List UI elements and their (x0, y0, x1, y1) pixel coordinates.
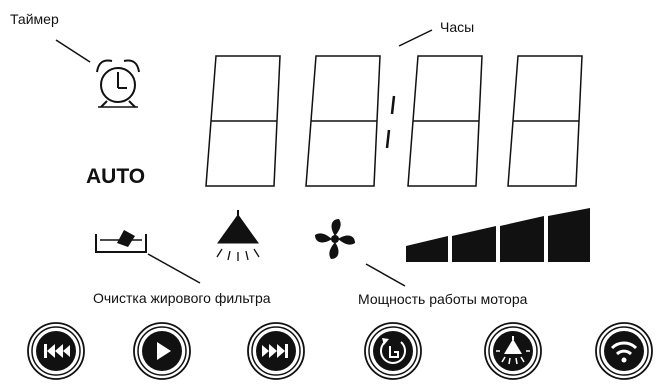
timer-hand-icon (380, 338, 406, 364)
lamp-icon (496, 336, 530, 365)
motor-power-label: Мощность работы мотора (358, 291, 528, 307)
clock-label: Часы (440, 19, 475, 35)
power-bar-1 (406, 236, 448, 262)
rewind-button[interactable] (27, 322, 85, 380)
auto-label: AUTO (86, 165, 146, 188)
fast-forward-icon (262, 344, 288, 358)
alarm-clock-icon (96, 59, 140, 108)
fast-forward-button[interactable] (247, 322, 305, 380)
grease-filter-icon (95, 230, 147, 253)
motor-leader-line (365, 263, 406, 287)
filter-leader-line (147, 253, 201, 284)
digit-1 (205, 55, 281, 187)
lamp-icon (216, 210, 260, 261)
play-button[interactable] (133, 322, 191, 380)
power-bar-2 (452, 226, 496, 262)
digit-2 (305, 55, 381, 187)
power-level-bars (406, 208, 590, 262)
timer-leader-line (55, 39, 91, 63)
light-button[interactable] (484, 322, 542, 380)
power-bar-4 (548, 208, 590, 262)
power-bar-3 (500, 216, 544, 262)
digit-4 (507, 55, 583, 187)
digit-3 (407, 55, 483, 187)
clock-leader-line (398, 29, 433, 47)
timer-button[interactable] (364, 322, 422, 380)
fan-icon (315, 219, 355, 259)
wifi-button[interactable] (595, 322, 653, 380)
rewind-icon (44, 344, 70, 358)
wifi-icon (610, 341, 638, 363)
timer-label: Таймер (10, 11, 59, 27)
clock-colon (385, 95, 396, 149)
grease-filter-label: Очистка жирового фильтра (93, 290, 271, 306)
play-icon (157, 342, 171, 360)
